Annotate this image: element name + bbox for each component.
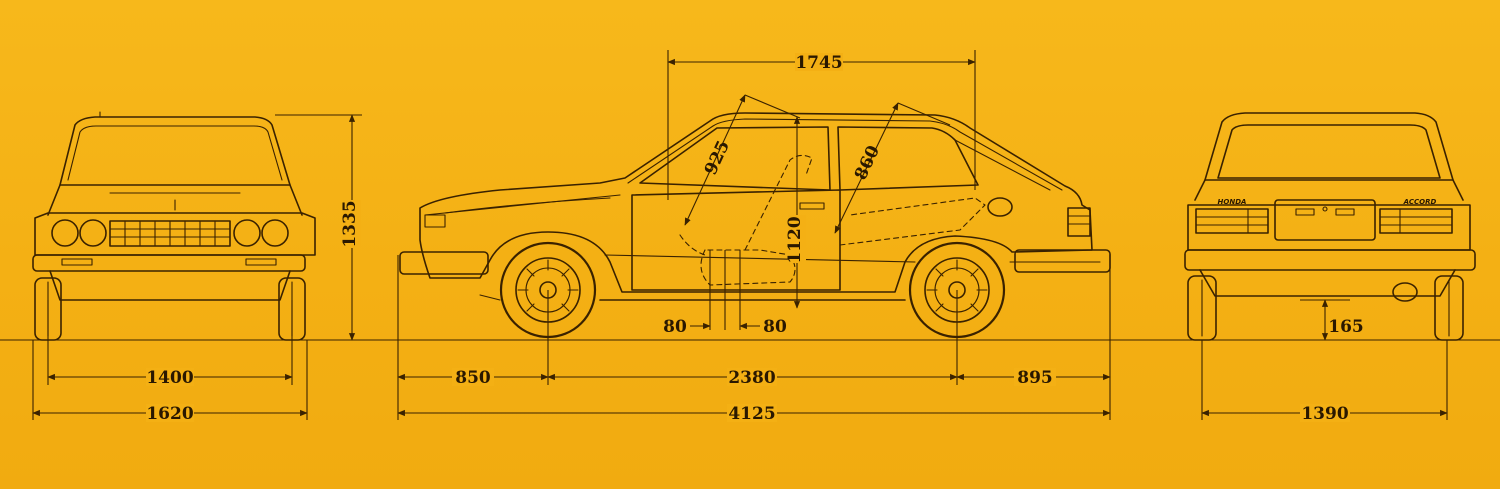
front-headlight-left-outer: [51, 219, 79, 247]
wheelbase-label: 2380: [728, 368, 775, 388]
front-headlight-right-inner: [233, 219, 261, 247]
front-width-label: 1620: [146, 404, 193, 424]
front-track-label: 1400: [146, 368, 193, 388]
rear-bumper: [1184, 249, 1476, 271]
rear-badge-left: HONDA: [1218, 198, 1247, 206]
interior-height-label: 1120: [785, 216, 805, 263]
rear-view: HONDA ACCORD: [1184, 112, 1476, 341]
rear-window: [1217, 124, 1441, 179]
rear-headroom-dimension-line: [834, 102, 899, 234]
front-overhang-label: 850: [455, 368, 491, 388]
ground-clearance-label: 165: [1328, 317, 1364, 337]
height-label: 1335: [340, 200, 360, 247]
rear-taillight-right: [1379, 208, 1453, 234]
interior-length-label: 1745: [795, 53, 842, 73]
rear-legroom-offset-label: 80: [763, 317, 787, 337]
rear-taillight-left: [1195, 208, 1269, 234]
rear-seat-outline: [839, 197, 986, 246]
exhaust-pipe: [1392, 282, 1418, 302]
rear-track-label: 1390: [1301, 404, 1348, 424]
front-headlight-right-outer: [261, 219, 289, 247]
side-body-outline: [419, 112, 1093, 293]
front-bumper: [32, 254, 306, 272]
front-headlight-left-inner: [79, 219, 107, 247]
side-door: [631, 189, 841, 291]
front-headroom-dimension-line: [684, 94, 746, 226]
side-view: [399, 112, 1111, 339]
length-label: 4125: [728, 404, 775, 424]
side-rear-bumper: [1014, 249, 1111, 273]
front-view: [32, 111, 316, 341]
rear-headroom-label: 860: [851, 142, 884, 183]
side-front-bumper: [399, 251, 489, 275]
rear-tire-right: [1434, 275, 1464, 341]
rear-badge-right: ACCORD: [1403, 198, 1437, 206]
front-headroom-label: 925: [701, 138, 734, 179]
rear-license-plate-recess: [1274, 199, 1376, 241]
front-legroom-offset-label: 80: [663, 317, 687, 337]
rear-overhang-label: 895: [1017, 368, 1053, 388]
